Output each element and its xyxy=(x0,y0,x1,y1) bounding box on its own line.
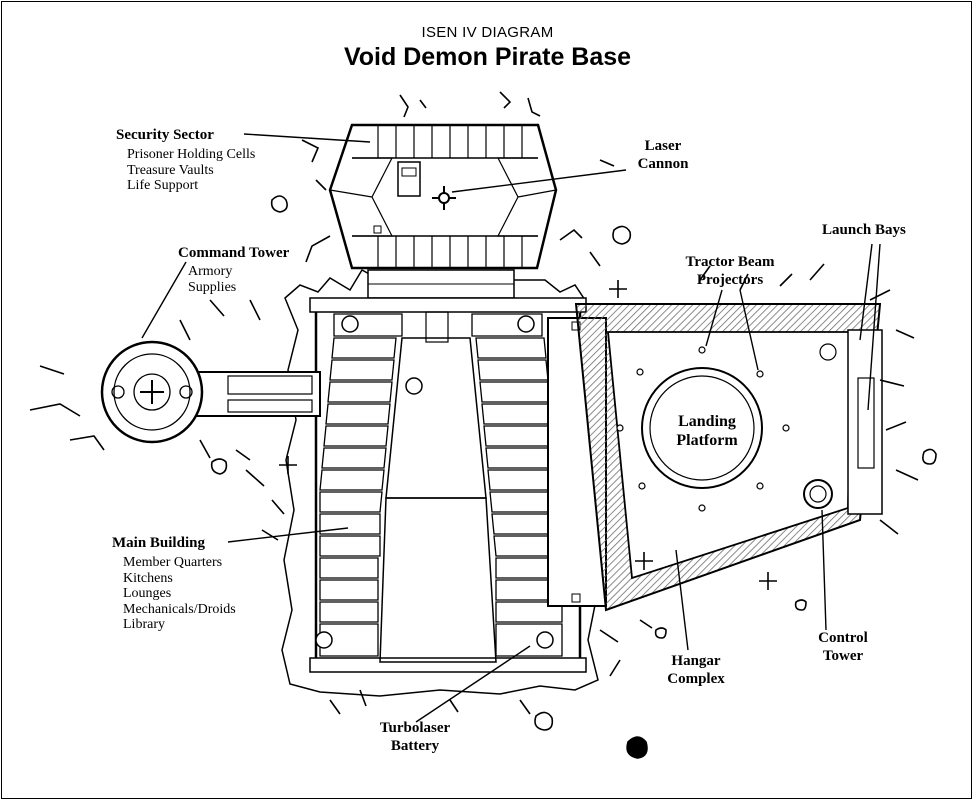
diagram-supertitle: ISEN IV DIAGRAM xyxy=(421,24,554,41)
landing-platform-line: Platform xyxy=(676,432,738,449)
control-tower-line: Control xyxy=(818,630,868,646)
security-sector-item: Life Support xyxy=(127,178,199,193)
main-building-item: Library xyxy=(123,617,165,632)
main-building-item: Kitchens xyxy=(123,570,173,586)
tractor-beam-label: Tractor Beam Projectors xyxy=(670,253,790,289)
turbolaser-battery-line: Battery xyxy=(390,738,440,754)
hangar-structure xyxy=(547,303,883,612)
diagram-title: Void Demon Pirate Base xyxy=(343,43,632,71)
tractor-beam-line: Tractor Beam xyxy=(685,254,775,270)
command-tower-list: Armory Supplies xyxy=(188,264,236,295)
hangar-complex-label: Hangar Complex xyxy=(650,652,742,688)
laser-cannon-line: Laser xyxy=(644,138,682,154)
main-building-label: Main Building xyxy=(112,535,205,551)
main-building-item: Member Quarters xyxy=(123,555,223,570)
main-building-item: Lounges xyxy=(123,586,172,601)
command-tower-item: Supplies xyxy=(188,279,237,295)
turret-markers xyxy=(279,280,777,590)
control-tower-line: Tower xyxy=(822,648,864,664)
landing-platform-label: Landing Platform xyxy=(648,412,766,450)
security-sector-list: Prisoner Holding Cells Treasure Vaults L… xyxy=(127,147,255,194)
control-tower-label: Control Tower xyxy=(800,629,886,665)
terrain-rocks xyxy=(210,195,937,759)
turbolaser-battery-line: Turbolaser xyxy=(379,720,451,736)
launch-bays-label: Launch Bays xyxy=(822,222,906,238)
security-sector-item: Treasure Vaults xyxy=(127,162,214,178)
laser-cannon-line: Cannon xyxy=(637,156,689,172)
main-building-list: Member Quarters Kitchens Lounges Mechani… xyxy=(123,555,236,633)
hangar-complex-line: Hangar xyxy=(671,653,721,669)
security-sector-structure xyxy=(328,123,558,299)
main-building-structure xyxy=(309,297,587,673)
command-tower-structure xyxy=(100,340,321,444)
command-tower-label: Command Tower xyxy=(178,245,290,261)
security-sector-label: Security Sector xyxy=(116,127,214,143)
hangar-complex-line: Complex xyxy=(667,671,725,687)
turbolaser-battery-label: Turbolaser Battery xyxy=(356,719,474,755)
security-sector-item: Prisoner Holding Cells xyxy=(127,147,256,162)
laser-cannon-marker xyxy=(432,186,456,210)
laser-cannon-label: Laser Cannon xyxy=(618,137,708,173)
landing-platform-line: Landing xyxy=(678,413,736,430)
main-building-item: Mechanicals/Droids xyxy=(123,601,236,617)
terrain-debris xyxy=(29,91,919,715)
command-tower-item: Armory xyxy=(188,264,233,279)
tractor-beam-line: Projectors xyxy=(696,272,764,288)
leader-lines xyxy=(141,133,881,723)
